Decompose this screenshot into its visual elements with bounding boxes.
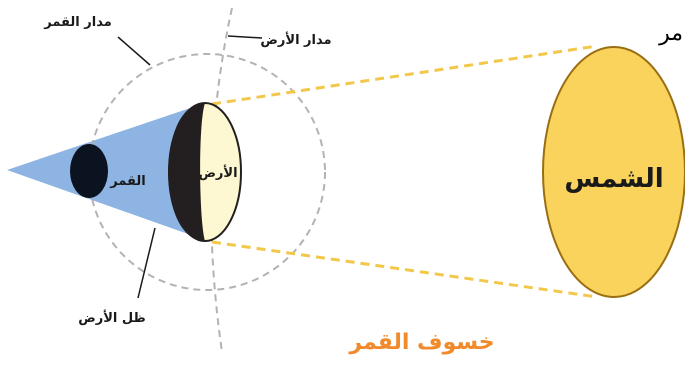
sun-label: الشمس bbox=[564, 164, 663, 194]
earth-label: الأرض bbox=[198, 164, 237, 181]
corner-partial-text: مر bbox=[658, 21, 683, 46]
earth-shadow-label: ظل الأرض bbox=[78, 309, 145, 326]
moon-orbit-leader bbox=[118, 37, 150, 65]
earth-orbit-label: مدار الأرض bbox=[260, 31, 331, 48]
moon-orbit-label: مدار القمر bbox=[43, 15, 112, 30]
moon-body bbox=[70, 144, 108, 198]
moon-label: القمر bbox=[109, 174, 146, 189]
sun-ray-bottom bbox=[212, 242, 597, 297]
sun-ray-top bbox=[212, 46, 597, 104]
earth-shadow-leader bbox=[138, 228, 155, 298]
earth-orbit-leader bbox=[228, 36, 262, 38]
diagram-title: خسوف القمر bbox=[348, 330, 494, 355]
